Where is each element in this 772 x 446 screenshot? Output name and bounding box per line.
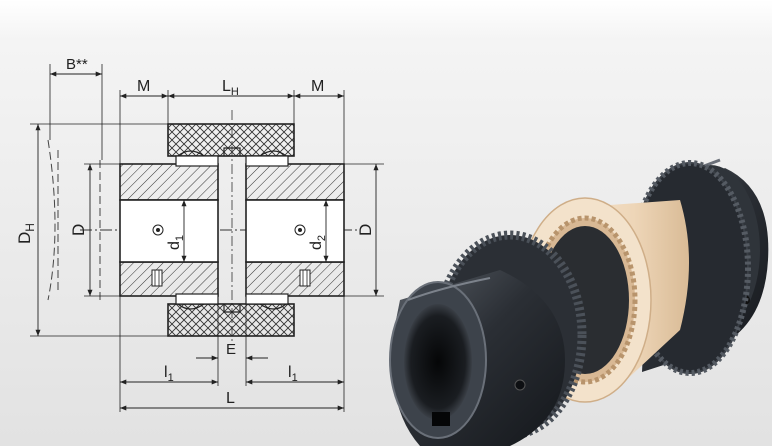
label-d-left: D	[69, 224, 88, 236]
label-e: E	[226, 341, 236, 358]
label-lh: LH	[222, 78, 239, 98]
label-l: L	[226, 390, 235, 407]
label-l1-left: l1	[164, 364, 174, 384]
label-lh-main: L	[222, 78, 231, 95]
left-hub	[119, 155, 219, 305]
label-l1-right: l1	[288, 364, 298, 384]
label-m-left: M	[137, 78, 150, 95]
label-d2: d2	[308, 235, 328, 250]
label-m-right: M	[311, 78, 324, 95]
label-d1-main: d	[166, 241, 183, 250]
label-dh-main: D	[15, 232, 34, 244]
label-dh: DH	[15, 223, 37, 244]
front-hub-bore	[404, 304, 472, 420]
label-lh-sub: H	[231, 86, 239, 98]
right-hub	[245, 155, 345, 305]
label-l1-right-sub: 1	[292, 372, 298, 384]
label-dh-sub: H	[23, 223, 37, 232]
label-d2-main: d	[308, 241, 325, 250]
label-d-right: D	[356, 224, 375, 236]
label-l1-left-sub: 1	[168, 372, 174, 384]
label-b: B**	[66, 56, 88, 73]
label-l1-right-main: l	[288, 364, 292, 381]
coupling-product-photo	[389, 158, 769, 446]
label-d1-sub: 1	[174, 235, 186, 241]
coupling-technical-drawing: B** M LH M DH D d1 d2 D E l1 l1 L	[15, 56, 384, 412]
front-hub	[389, 270, 565, 446]
label-d1: d1	[166, 235, 186, 250]
sleeve-slide-outline	[47, 139, 101, 301]
label-d2-sub: 2	[316, 235, 328, 241]
label-l1-left-main: l	[164, 364, 168, 381]
